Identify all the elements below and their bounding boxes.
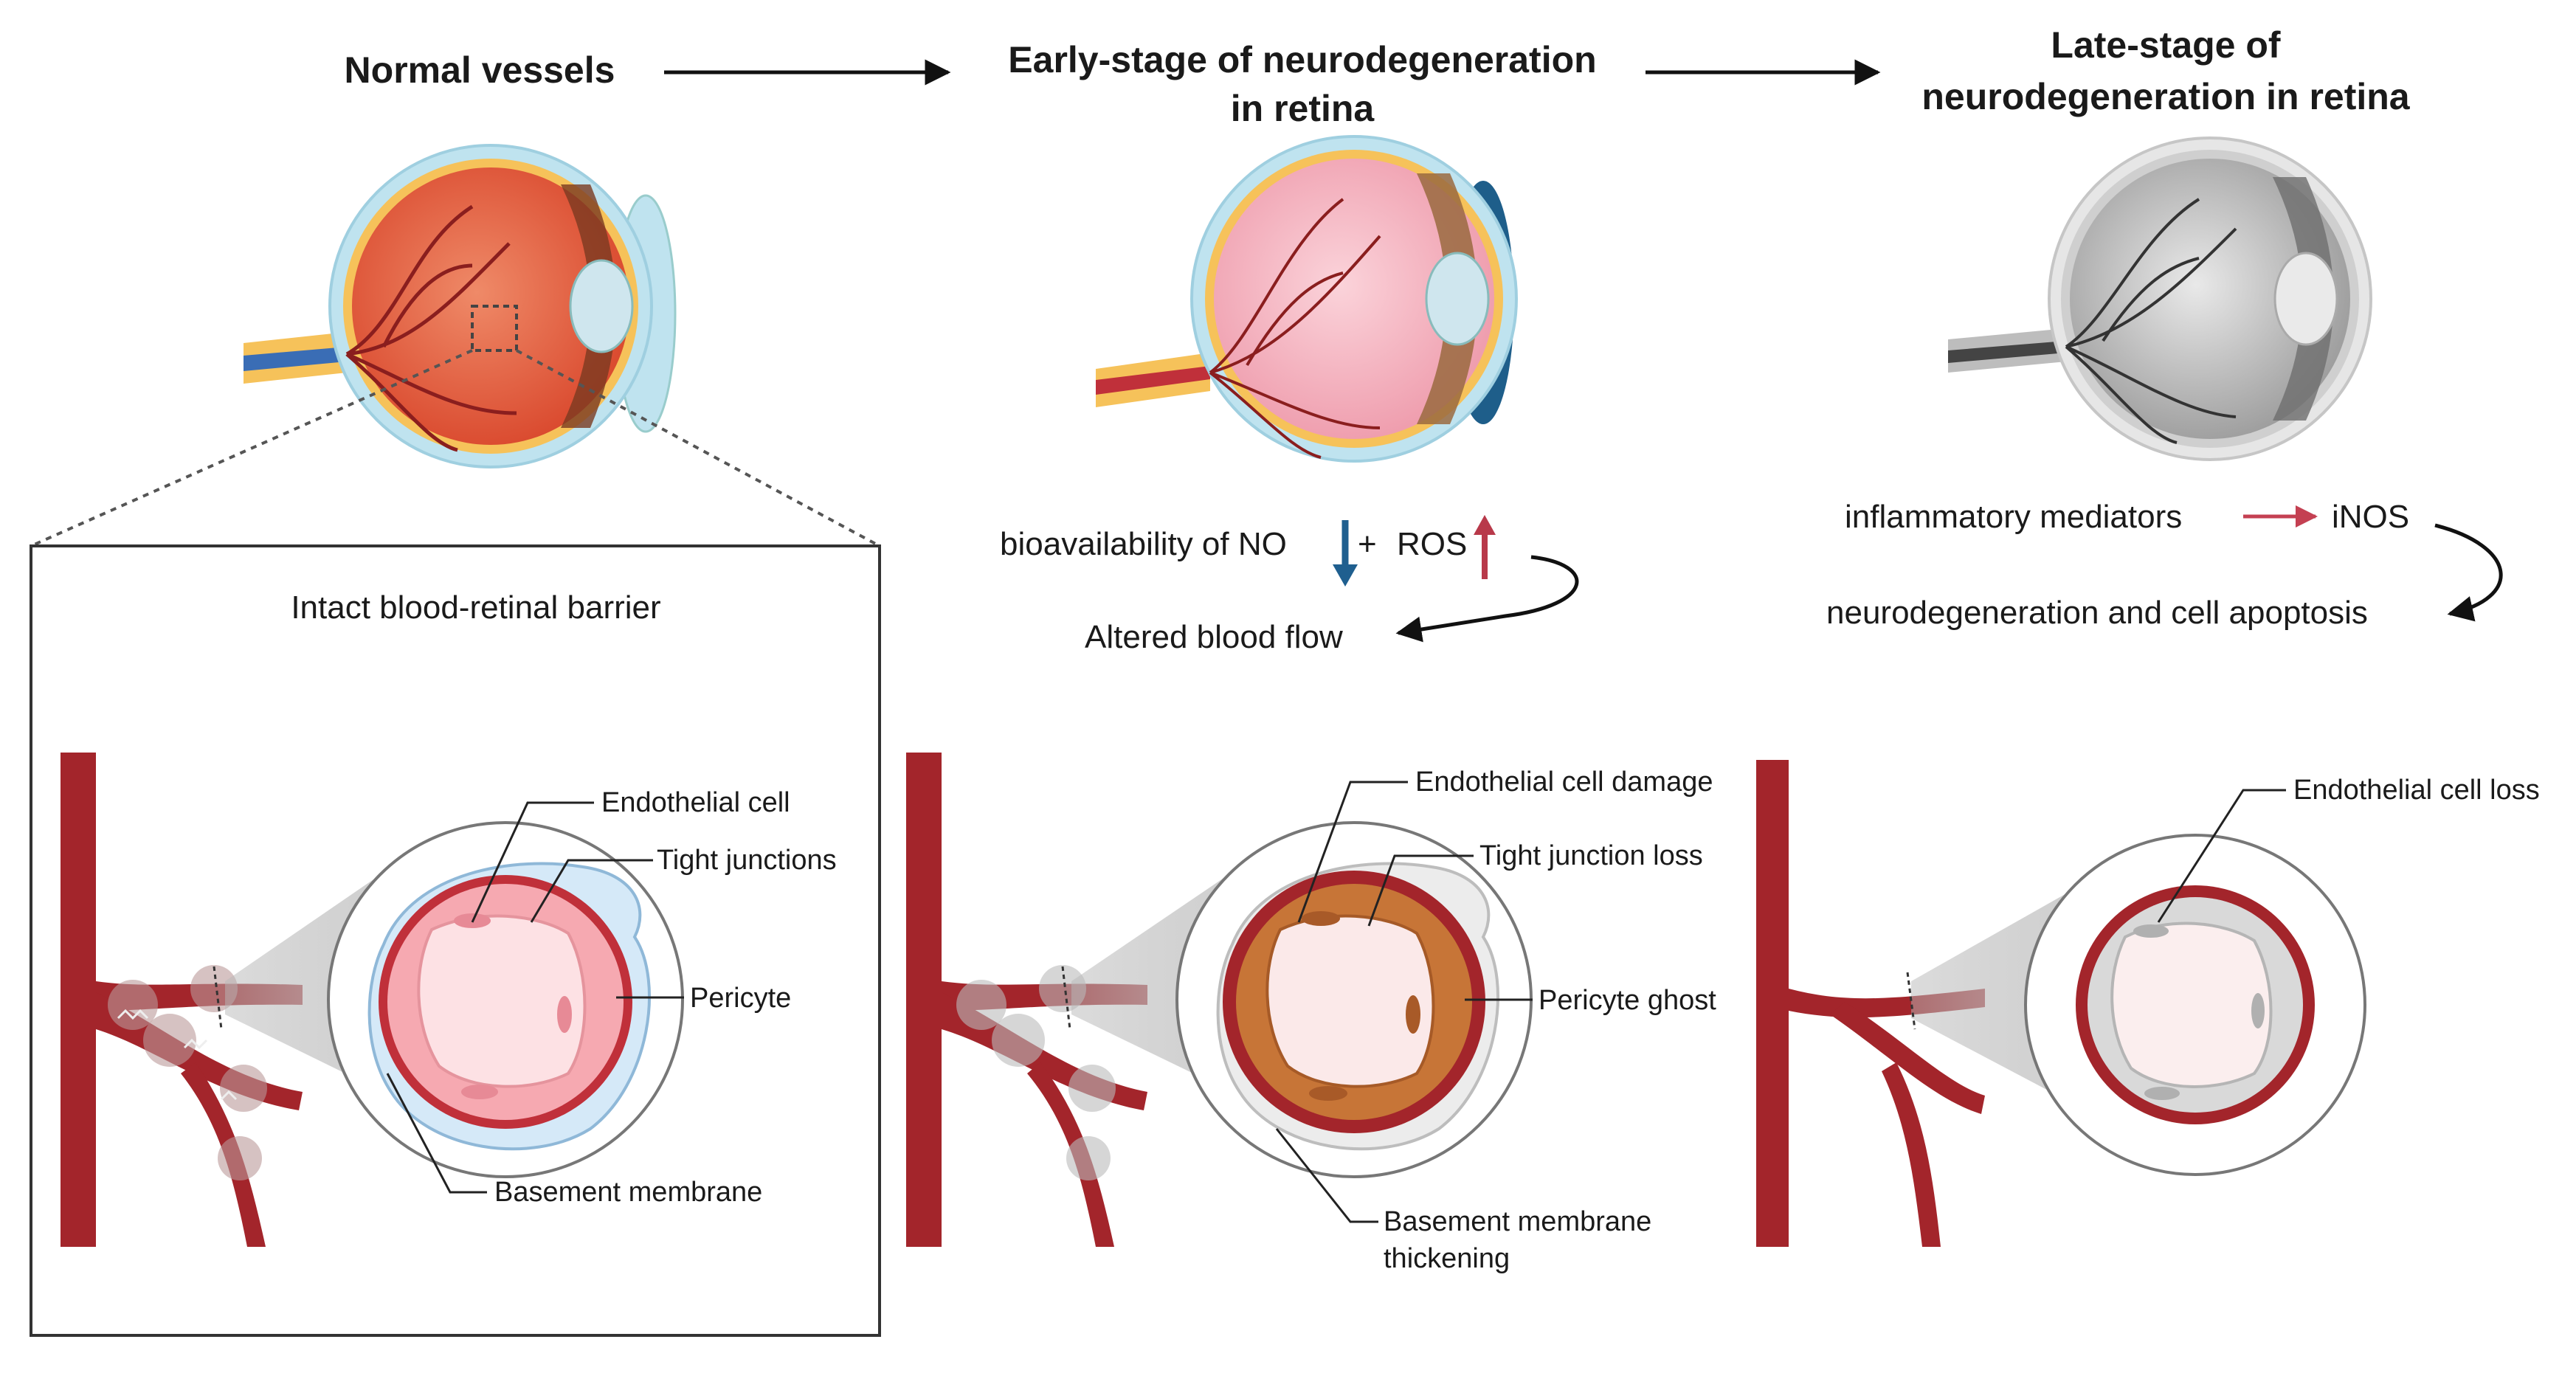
eye-normal-icon — [244, 144, 677, 468]
label-endothelial-loss: Endothelial cell loss — [2293, 775, 2540, 806]
zoom-line-right — [516, 349, 880, 547]
label-endothelial-cell: Endothelial cell — [601, 787, 790, 818]
arrow-up-icon — [1474, 515, 1496, 579]
arrow-down-icon — [1333, 520, 1358, 587]
mediators-label: inflammatory mediators — [1845, 499, 2182, 535]
label-tight-junction-loss: Tight junction loss — [1479, 840, 1703, 871]
vessel-cross-section-normal — [327, 821, 684, 1178]
label-pericyte-ghost: Pericyte ghost — [1539, 985, 1716, 1016]
altered-blood-flow: Altered blood flow — [1085, 619, 1343, 655]
zoom-line-left — [30, 349, 473, 547]
label-endothelial-damage: Endothelial cell damage — [1415, 767, 1713, 798]
early-title-line1: Early-stage of neurodegeneration — [1008, 39, 1596, 80]
label-basement-thickening-1: Basement membrane — [1384, 1206, 1651, 1237]
normal-title: Normal vessels — [345, 49, 615, 91]
vessel-cross-section-late — [2024, 834, 2366, 1176]
vessel-cross-section-early — [1175, 821, 1533, 1178]
inos-label: iNOS — [2332, 499, 2409, 535]
label-basement-thickening-2: thickening — [1384, 1243, 1510, 1274]
ros-label: ROS — [1397, 526, 1467, 562]
panel-normal-title: Intact blood-retinal barrier — [291, 589, 660, 626]
curved-arrow-icon — [1395, 555, 1579, 643]
early-title-line2: in retina — [1231, 88, 1375, 129]
eye-early-icon — [1096, 135, 1518, 463]
label-tight-junctions: Tight junctions — [657, 845, 837, 876]
curved-arrow-icon — [2434, 523, 2503, 622]
late-title-line1: Late-stage of — [2051, 24, 2281, 66]
label-pericyte: Pericyte — [690, 983, 791, 1014]
no-label: bioavailability of NO — [1000, 526, 1287, 562]
late-title-line2: neurodegeneration in retina — [1921, 76, 2410, 117]
apoptosis-label: neurodegeneration and cell apoptosis — [1826, 595, 2368, 631]
eye-late-icon — [1948, 136, 2372, 461]
panel-normal-frame — [30, 544, 881, 1337]
plus-sign: + — [1358, 526, 1377, 562]
label-basement-membrane: Basement membrane — [494, 1177, 762, 1208]
